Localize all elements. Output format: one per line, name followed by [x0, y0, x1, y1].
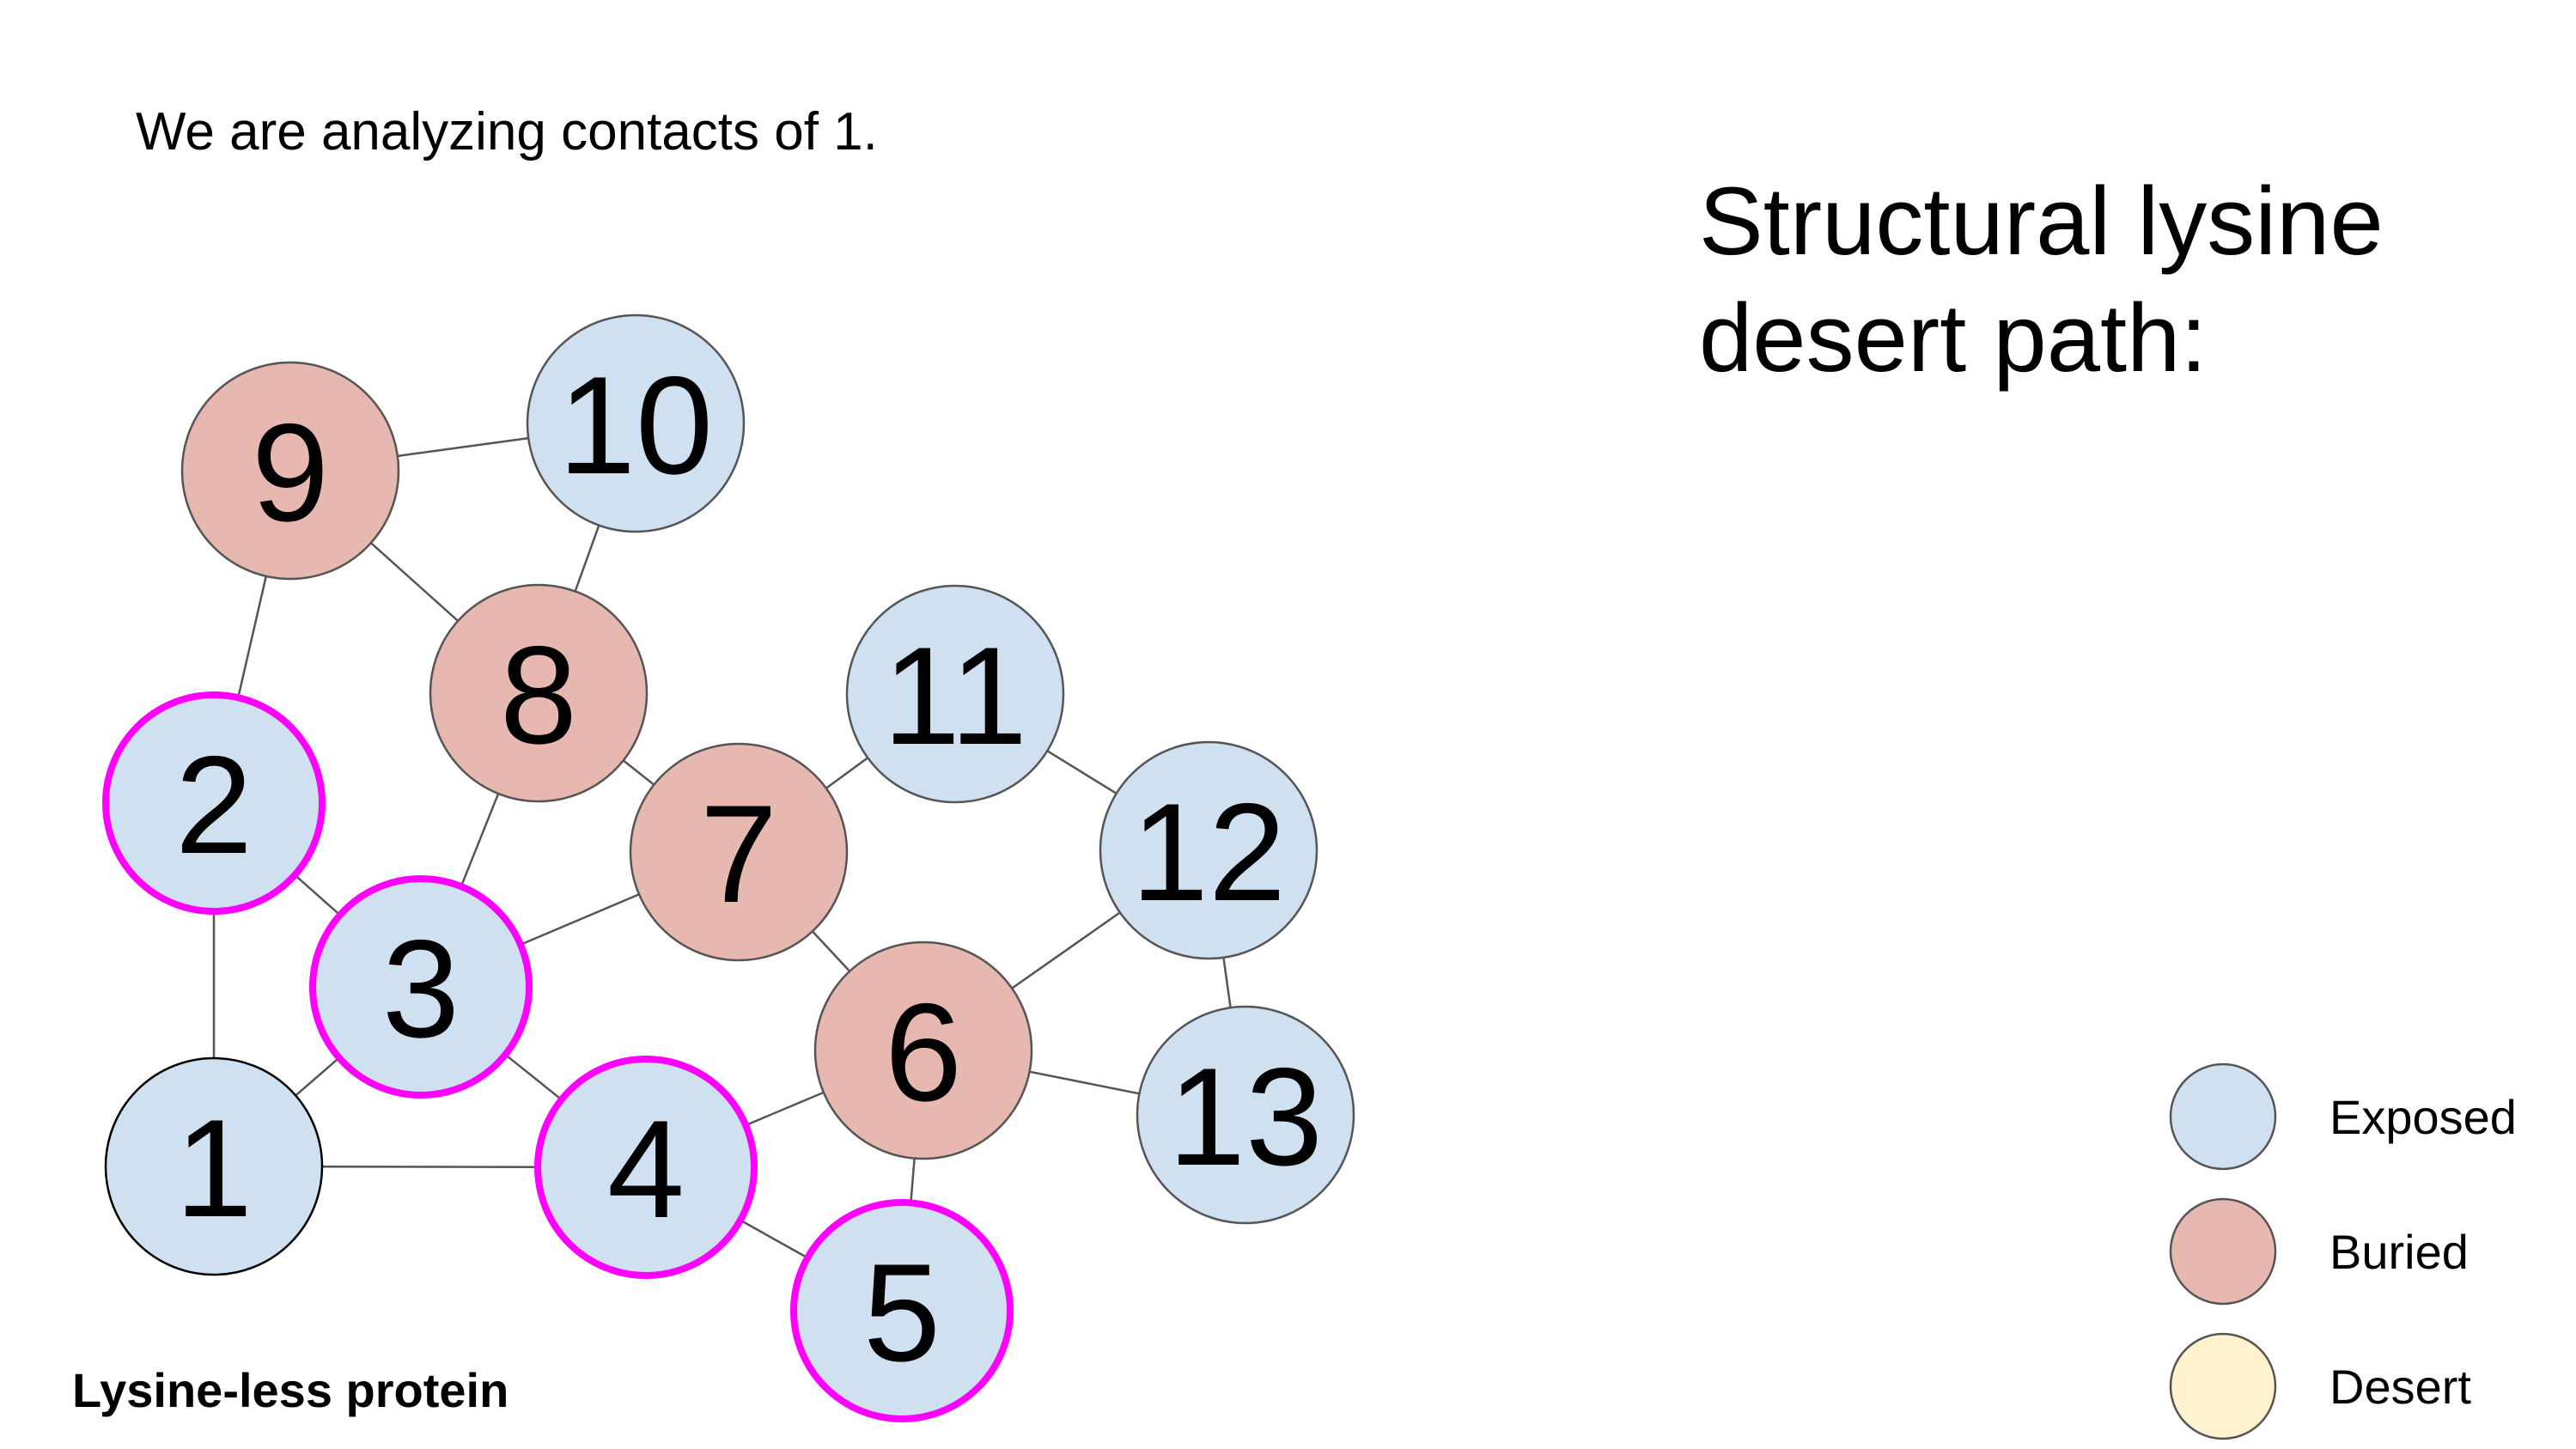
edge-3-4 [504, 1053, 563, 1101]
edge-4-5 [740, 1219, 808, 1259]
node-circle-2 [102, 691, 326, 915]
legend-label-buried: Buried [2329, 1225, 2469, 1279]
edge-2-9 [237, 575, 267, 698]
edge-6-7 [811, 930, 851, 972]
edge-8-9 [369, 542, 460, 622]
node-4: 4 [534, 1056, 758, 1279]
node-5: 5 [790, 1199, 1014, 1422]
diagram-title: Structural lysine desert path: [1699, 167, 2384, 392]
node-circle-12 [1099, 740, 1318, 960]
edge-11-12 [1046, 750, 1117, 795]
edge-12-13 [1222, 957, 1232, 1008]
node-6: 6 [813, 941, 1033, 1160]
node-label-3: 3 [382, 911, 460, 1067]
node-label-10: 10 [558, 348, 713, 503]
node-8: 8 [429, 583, 649, 803]
node-12: 12 [1099, 740, 1318, 960]
node-label-7: 7 [700, 776, 777, 932]
node-circle-6 [813, 941, 1033, 1160]
node-circle-4 [534, 1056, 758, 1279]
node-1: 1 [104, 1056, 324, 1276]
node-label-4: 4 [607, 1092, 685, 1247]
node-label-2: 2 [175, 728, 253, 883]
edge-7-11 [825, 757, 868, 789]
node-circle-1 [104, 1056, 324, 1276]
node-label-12: 12 [1131, 775, 1286, 930]
node-circle-5 [790, 1199, 1014, 1422]
node-circle-13 [1136, 1005, 1355, 1225]
node-circle-3 [309, 875, 533, 1099]
node-label-6: 6 [885, 975, 962, 1130]
node-label-8: 8 [500, 618, 577, 773]
node-13: 13 [1136, 1005, 1355, 1225]
intro-text: We are analyzing contacts of 1. [136, 102, 878, 161]
legend-label-desert: Desert [2329, 1360, 2471, 1414]
node-10: 10 [526, 314, 746, 533]
node-2: 2 [102, 691, 326, 915]
node-circle-9 [180, 361, 400, 581]
edge-layer [212, 436, 1232, 1259]
node-11: 11 [845, 584, 1065, 804]
edge-1-3 [295, 1056, 340, 1097]
node-3: 3 [309, 875, 533, 1099]
edge-6-12 [1011, 911, 1121, 989]
node-label-11: 11 [883, 618, 1027, 774]
node-9: 9 [180, 361, 400, 581]
node-circle-8 [429, 583, 649, 803]
edge-5-6 [910, 1158, 916, 1203]
node-label-9: 9 [252, 395, 329, 551]
node-7: 7 [629, 742, 849, 962]
footer-label: Lysine-less protein [72, 1363, 509, 1417]
edge-7-8 [622, 759, 655, 786]
node-circle-7 [629, 742, 849, 962]
edge-6-13 [1029, 1070, 1140, 1095]
edge-2-3 [294, 874, 341, 916]
edge-3-7 [520, 893, 640, 946]
node-label-13: 13 [1168, 1039, 1323, 1195]
node-label-5: 5 [863, 1235, 941, 1391]
node-circle-11 [845, 584, 1065, 804]
edge-3-8 [460, 793, 500, 887]
node-label-1: 1 [175, 1091, 253, 1246]
edge-9-10 [397, 436, 529, 458]
edge-4-6 [745, 1091, 825, 1127]
node-circle-10 [526, 314, 746, 533]
legend-label-exposed: Exposed [2329, 1090, 2517, 1144]
edge-8-10 [574, 525, 600, 592]
